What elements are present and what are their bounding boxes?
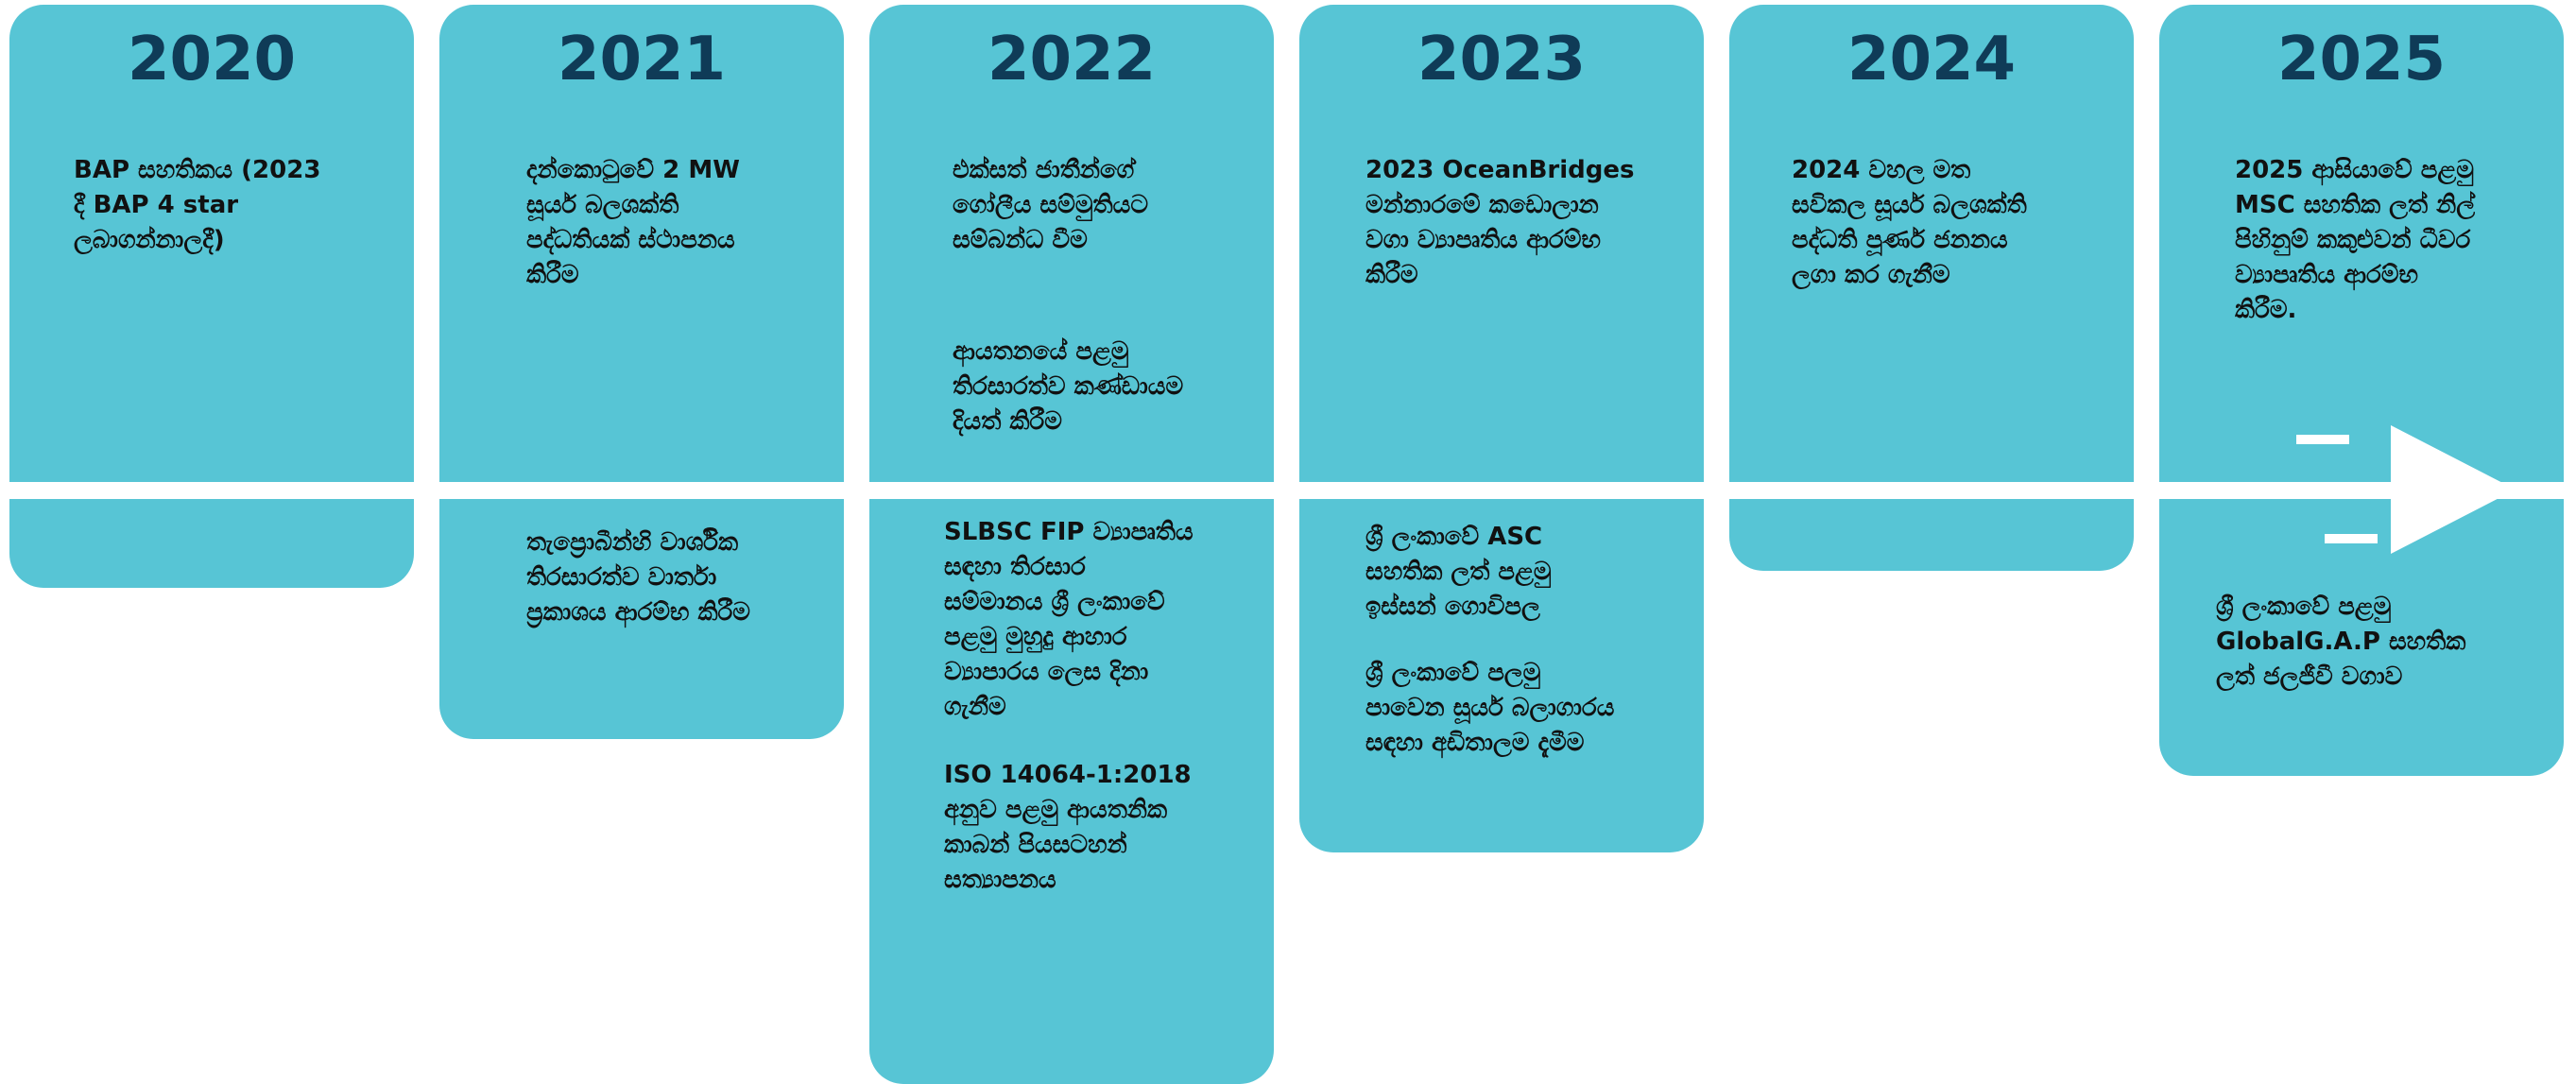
year-label-2025: 2025 (2276, 25, 2447, 95)
bottom-card-2024 (1729, 499, 2134, 571)
milestone-2021-bottom-1: තැප්‍රොබීන්හි වාර්ශික තිරසාරත්ව වාර්තා ප… (526, 528, 750, 627)
milestone-2023-bottom-2: ශ්‍රී ලංකාවේ පලමු පාවෙන සූර්ය බලාගාරය සඳ… (1365, 659, 1615, 757)
milestone-2022-top-2: ආයතනයේ පළමු තිරසාරත්ව කණ්ඩායම දියත් කිරී… (953, 337, 1184, 436)
year-label-2024: 2024 (1846, 25, 2017, 95)
year-label-2020: 2020 (127, 25, 297, 95)
milestone-2025-top-1: 2025 ආසියාවේ පළමු MSC සහතික ලත් නිල් පිහ… (2235, 156, 2476, 324)
top-card-2021 (439, 5, 844, 482)
bottom-card-2023 (1299, 499, 1704, 852)
milestone-2022-bottom-2: ISO 14064-1:2018 අනුව පළමු ආයතනික කාබන් … (944, 761, 1192, 894)
top-card-2020 (9, 5, 414, 482)
bottom-card-2020 (9, 499, 414, 588)
milestone-2024-top-1: 2024 වහල මත සවිකල සූර්ය බලශක්ති පද්ධති ප… (1792, 156, 2027, 289)
top-card-2022 (869, 5, 1274, 482)
milestone-2020-top-1: BAP සහතිකය (2023 දී BAP 4 star ලබාගන්නාල… (74, 156, 321, 254)
top-card-2023 (1299, 5, 1704, 482)
year-label-2022: 2022 (987, 25, 1157, 95)
top-card-2025 (2159, 5, 2564, 482)
bottom-card-2021 (439, 499, 844, 739)
arrow-right-icon (2296, 425, 2516, 554)
milestone-2023-top-1: 2023 OceanBridges මන්නාරමේ කඩොලාන වගා ව්… (1365, 156, 1635, 289)
milestone-2022-bottom-1: SLBSC FIP ව්‍යාපෘතිය සඳහා තිරසාර සම්මානය… (944, 518, 1194, 721)
milestone-2022-top-1: එක්සත් ජාතීන්ගේ ගෝලීය සම්මුතියට සම්බන්ධ … (953, 156, 1149, 254)
milestone-2021-top-1: දන්කොටුවේ 2 MW සූර්ය බලශක්ති පද්ධතියක් ස… (526, 156, 740, 289)
year-label-2023: 2023 (1417, 25, 1587, 95)
bottom-card-2025 (2159, 499, 2564, 776)
bottom-card-2022 (869, 499, 1274, 1084)
year-label-2021: 2021 (557, 25, 727, 95)
milestone-2023-bottom-1: ශ්‍රී ලංකාවේ ASC සහතික ලත් පළමු ඉස්සන් ග… (1365, 523, 1552, 621)
top-card-2024 (1729, 5, 2134, 482)
milestone-2025-bottom-1: ශ්‍රී ලංකාවේ පළමු GlobalG.A.P සහතික ලත් … (2216, 593, 2466, 691)
timeline-line (0, 482, 2576, 499)
